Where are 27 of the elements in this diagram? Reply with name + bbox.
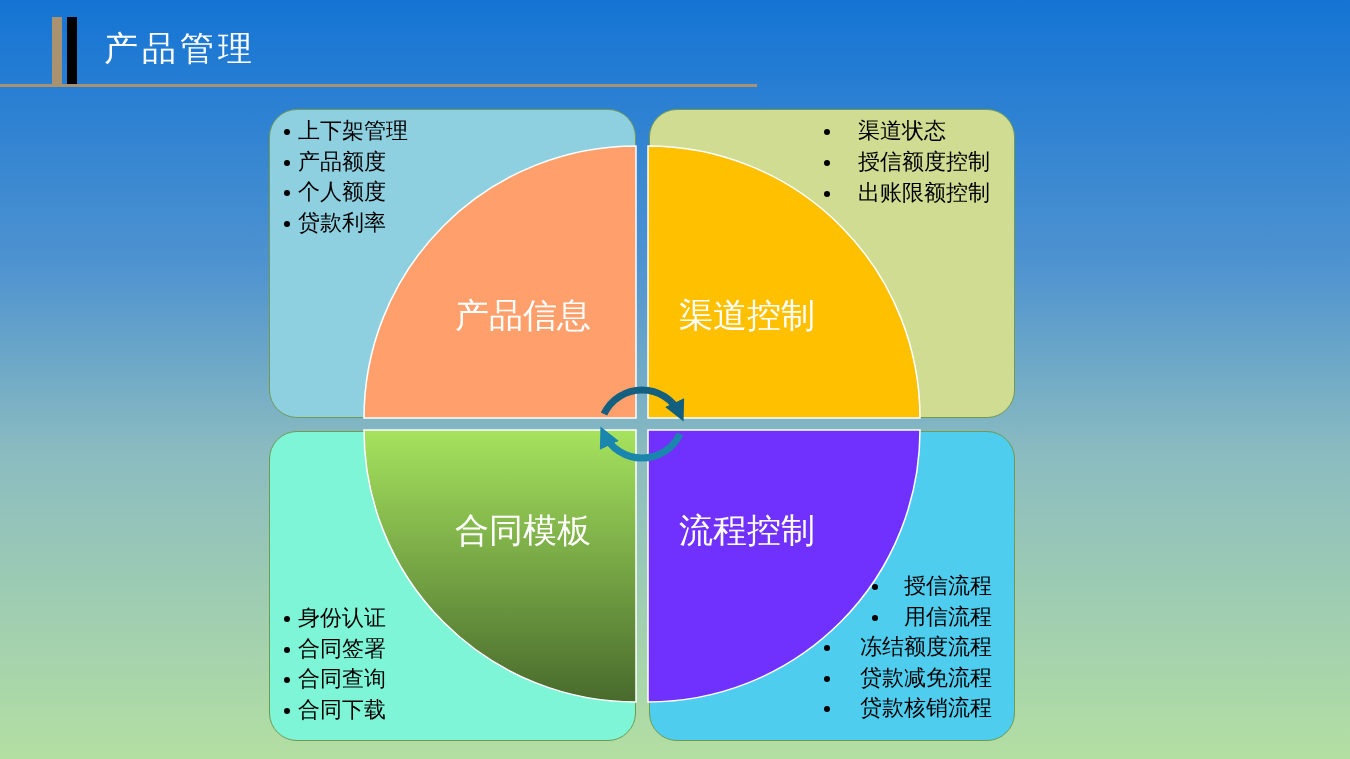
- segment-label: 合同模板: [455, 510, 591, 550]
- list-item: 冻结额度流程: [860, 634, 992, 660]
- list-card: [649, 431, 1015, 741]
- list-item: 授信额度控制: [858, 149, 990, 175]
- page-title: 产品管理: [104, 27, 256, 70]
- list-item: 身份认证: [298, 605, 386, 631]
- cycle-arrow: [599, 426, 684, 462]
- list-item: 用信流程: [904, 603, 992, 630]
- list-item: 合同签署: [298, 635, 386, 662]
- cycle-arrow: [600, 386, 685, 422]
- list-item: 上下架管理: [298, 118, 408, 144]
- list-item: 出账限额控制: [858, 180, 990, 206]
- segment-label: 渠道控制: [679, 295, 815, 335]
- list-item: 贷款核销流程: [860, 695, 992, 721]
- list-card: [269, 109, 636, 418]
- list-card: [649, 109, 1015, 418]
- list-item: 渠道状态: [858, 118, 946, 144]
- list-item: 个人额度: [298, 179, 386, 205]
- segment-label: 产品信息: [455, 295, 591, 335]
- list-item: 授信流程: [904, 573, 992, 599]
- list-item: 合同下载: [298, 696, 386, 723]
- list-item: 贷款利率: [298, 209, 386, 236]
- list-item: 合同查询: [298, 666, 386, 692]
- list-card: [269, 431, 636, 741]
- list-item: 贷款减免流程: [860, 664, 992, 691]
- list-item: 产品额度: [298, 148, 386, 175]
- segment-label: 流程控制: [679, 510, 815, 550]
